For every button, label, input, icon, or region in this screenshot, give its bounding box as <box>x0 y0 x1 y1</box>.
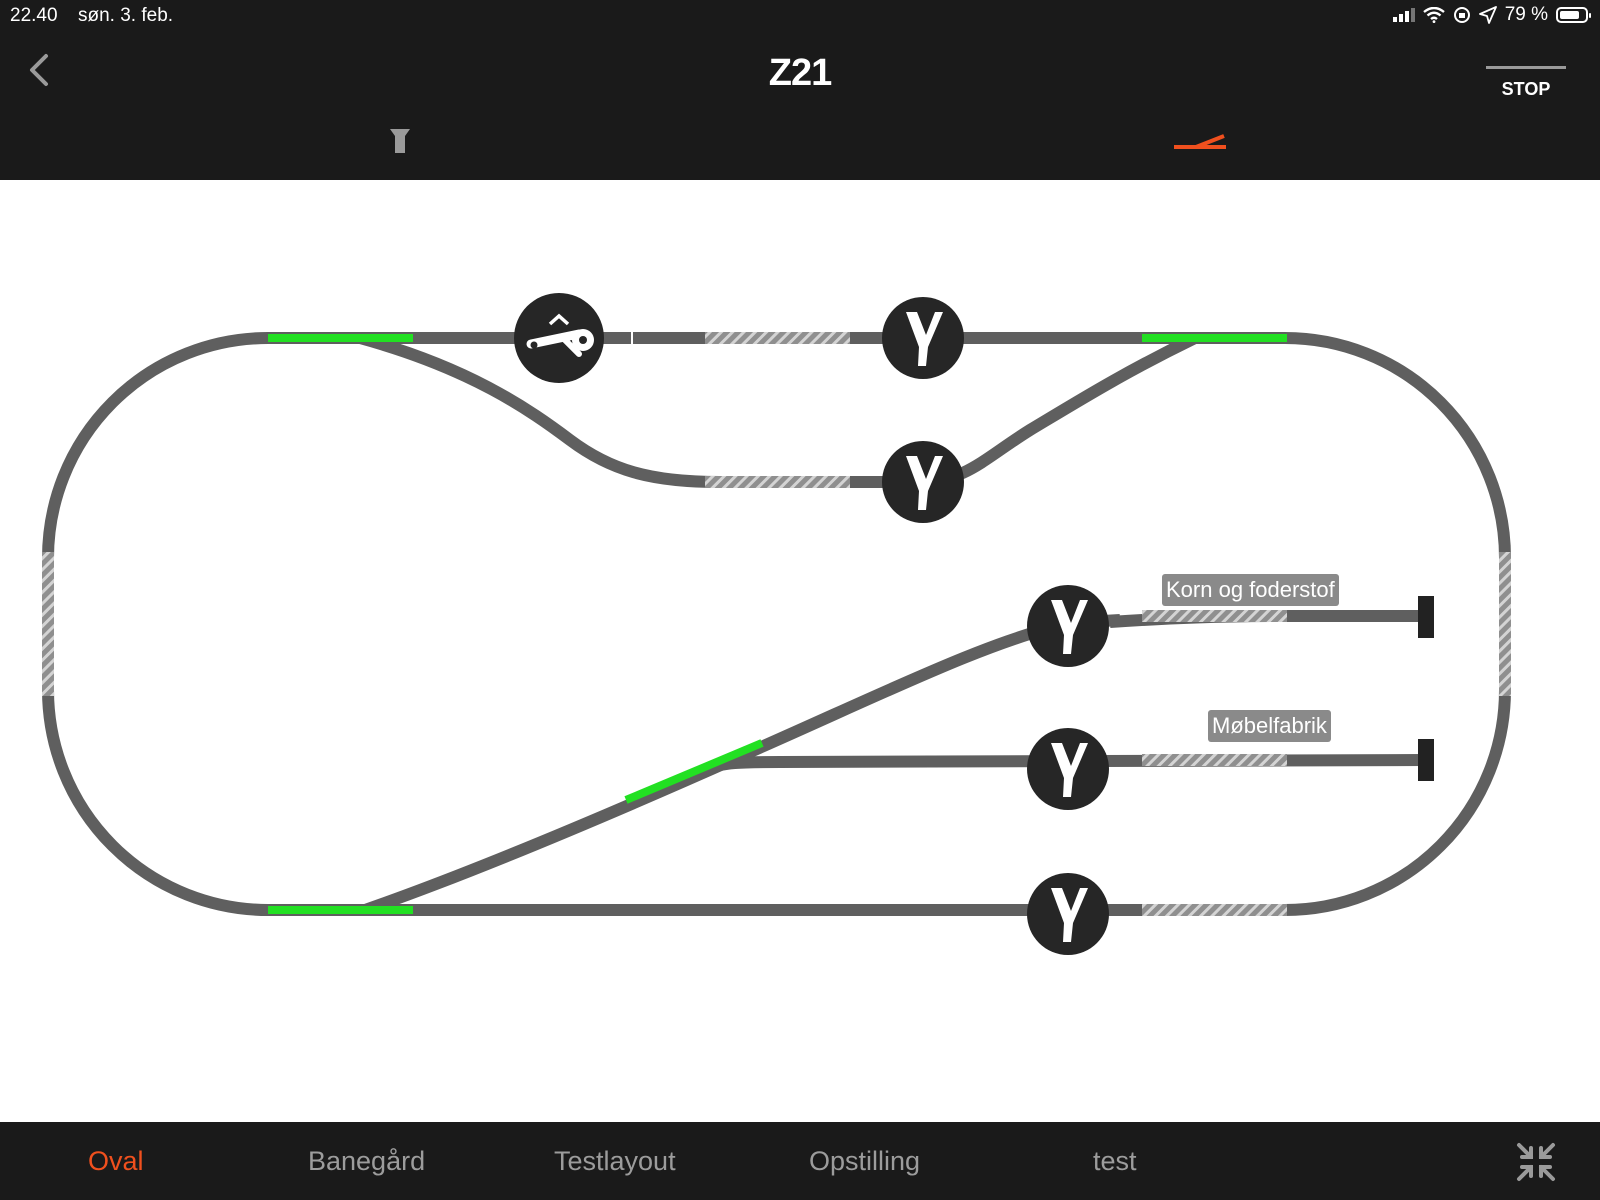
top-bar: 22.40 søn. 3. feb. 79 % Z21 STOP <box>0 0 1600 180</box>
buffer-stop <box>1418 739 1434 781</box>
app-title: Z21 <box>768 52 832 94</box>
loco-mode-button[interactable] <box>388 128 412 154</box>
isolated-section <box>1142 610 1287 622</box>
locomotive-controller-icon <box>390 129 410 153</box>
label-korn: Korn og foderstof <box>1162 574 1339 606</box>
status-indicators: 79 % <box>1392 4 1591 26</box>
switch-mode-button[interactable] <box>1172 132 1228 152</box>
turnout-button[interactable] <box>1027 873 1109 955</box>
isolated-sections <box>42 332 1511 916</box>
battery-fill <box>1560 11 1579 19</box>
wifi-icon <box>1422 7 1445 23</box>
collapse-arrows-icon <box>1517 1143 1555 1181</box>
tab-banegard[interactable]: Banegård <box>308 1146 426 1176</box>
tab-testlayout[interactable]: Testlayout <box>554 1146 676 1176</box>
collapse-button[interactable] <box>1516 1142 1556 1182</box>
turnout-y-icon <box>1051 888 1088 942</box>
chevron-left-icon <box>30 54 48 86</box>
turnout-button[interactable] <box>1027 728 1109 810</box>
tab-test[interactable]: test <box>1093 1146 1137 1176</box>
tab-opstilling[interactable]: Opstilling <box>809 1146 921 1176</box>
isolated-section <box>705 476 850 488</box>
turnout-y-icon <box>1051 743 1088 797</box>
occupied-section <box>624 739 764 804</box>
bottom-tab-bar: Oval Banegård Testlayout Opstilling test <box>0 1122 1600 1200</box>
battery-percentage: 79 % <box>1504 4 1548 25</box>
label-mobel: Møbelfabrik <box>1208 710 1331 742</box>
inner-siding-track[interactable] <box>358 332 1198 488</box>
stop-label: STOP <box>1501 79 1551 99</box>
turnout-control-icon <box>1174 134 1226 149</box>
orientation-lock-icon <box>1453 7 1470 23</box>
isolated-section <box>1499 552 1511 696</box>
turnout-y-icon <box>906 456 943 510</box>
isolated-section <box>1142 754 1287 766</box>
signal-button[interactable] <box>514 293 604 383</box>
turnout-button[interactable] <box>1027 585 1109 667</box>
status-time: 22.40 <box>10 5 58 26</box>
isolated-section <box>705 332 850 344</box>
uncoupler-signal-icon <box>526 313 594 357</box>
back-button[interactable] <box>20 48 60 92</box>
isolated-section <box>42 552 54 696</box>
cellular-signal-icon <box>1392 8 1415 22</box>
turnout-button[interactable] <box>882 297 964 379</box>
track-layout <box>42 293 1511 955</box>
oval-track[interactable] <box>42 332 1511 916</box>
occupied-sections <box>268 334 1287 914</box>
isolated-section <box>1142 904 1287 916</box>
turnout-button[interactable] <box>882 441 964 523</box>
stop-button[interactable]: STOP <box>1486 66 1566 100</box>
tab-oval[interactable]: Oval <box>88 1146 144 1176</box>
stop-indicator-line <box>1486 66 1566 69</box>
turnout-y-icon <box>906 312 943 366</box>
status-date: søn. 3. feb. <box>78 5 174 26</box>
turnout-y-icon <box>1051 600 1088 654</box>
battery-icon <box>1556 7 1591 23</box>
buffer-stop <box>1418 596 1434 638</box>
location-arrow-icon <box>1478 6 1497 24</box>
